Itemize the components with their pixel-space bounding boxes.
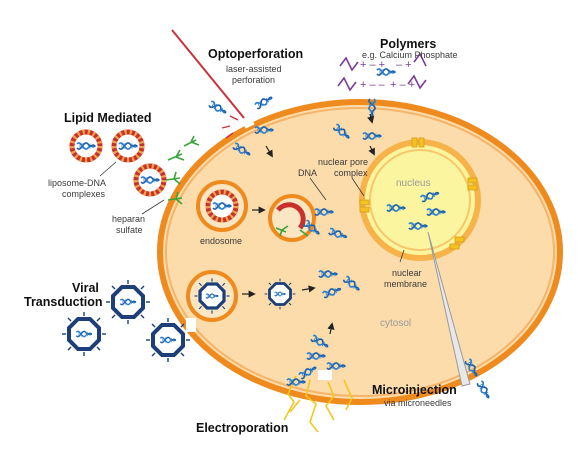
svg-text:+ – –: + – –	[360, 79, 386, 91]
nuclear-membrane-label-2: membrane	[384, 279, 427, 289]
cell-membrane	[157, 99, 563, 405]
microinjection-sub: via microneedles	[384, 398, 452, 408]
electric-field	[283, 375, 353, 433]
heparan-label-1: heparan	[112, 214, 145, 224]
microinjection-title: Microinjection	[372, 383, 457, 397]
lipid-sub1: liposome-DNA	[48, 178, 106, 188]
optoperforation-sub2: perforation	[232, 75, 275, 85]
nuclear-membrane-label-1: nuclear	[392, 268, 422, 278]
polymers-title: Polymers	[380, 37, 436, 51]
endosome-label: endosome	[200, 236, 242, 246]
svg-text:+ – +: + – +	[360, 59, 385, 71]
polymers-sub: e.g. Calcium Phosphate	[362, 50, 458, 60]
viral-title-2: Transduction	[24, 295, 102, 309]
optoperforation-sub1: laser-assisted	[226, 64, 282, 74]
heparan-label-2: sulfate	[116, 225, 143, 235]
cytosol-label: cytosol	[380, 318, 411, 329]
optoperforation-title: Optoperforation	[208, 47, 303, 61]
polymer-chains	[337, 52, 427, 92]
electroporation-title: Electroporation	[196, 421, 288, 435]
dna-label: DNA	[298, 168, 317, 178]
heparan-sulfate-receptors	[165, 135, 200, 205]
viral-title-1: Viral	[72, 281, 99, 295]
svg-text:+ – +: + – +	[390, 79, 415, 91]
lipid-title: Lipid Mediated	[64, 111, 152, 125]
laser-beam	[171, 29, 245, 119]
lipid-sub2: complexes	[62, 189, 106, 199]
svg-text:– +: – +	[396, 59, 412, 71]
nuclear-pore-label-2: complex	[334, 168, 368, 178]
nuclear-pore-label-1: nuclear pore	[318, 157, 368, 167]
nucleus-label: nucleus	[396, 178, 430, 189]
microneedle	[427, 231, 471, 387]
laser-sparks	[221, 115, 239, 139]
nuclear-pores	[359, 137, 478, 250]
